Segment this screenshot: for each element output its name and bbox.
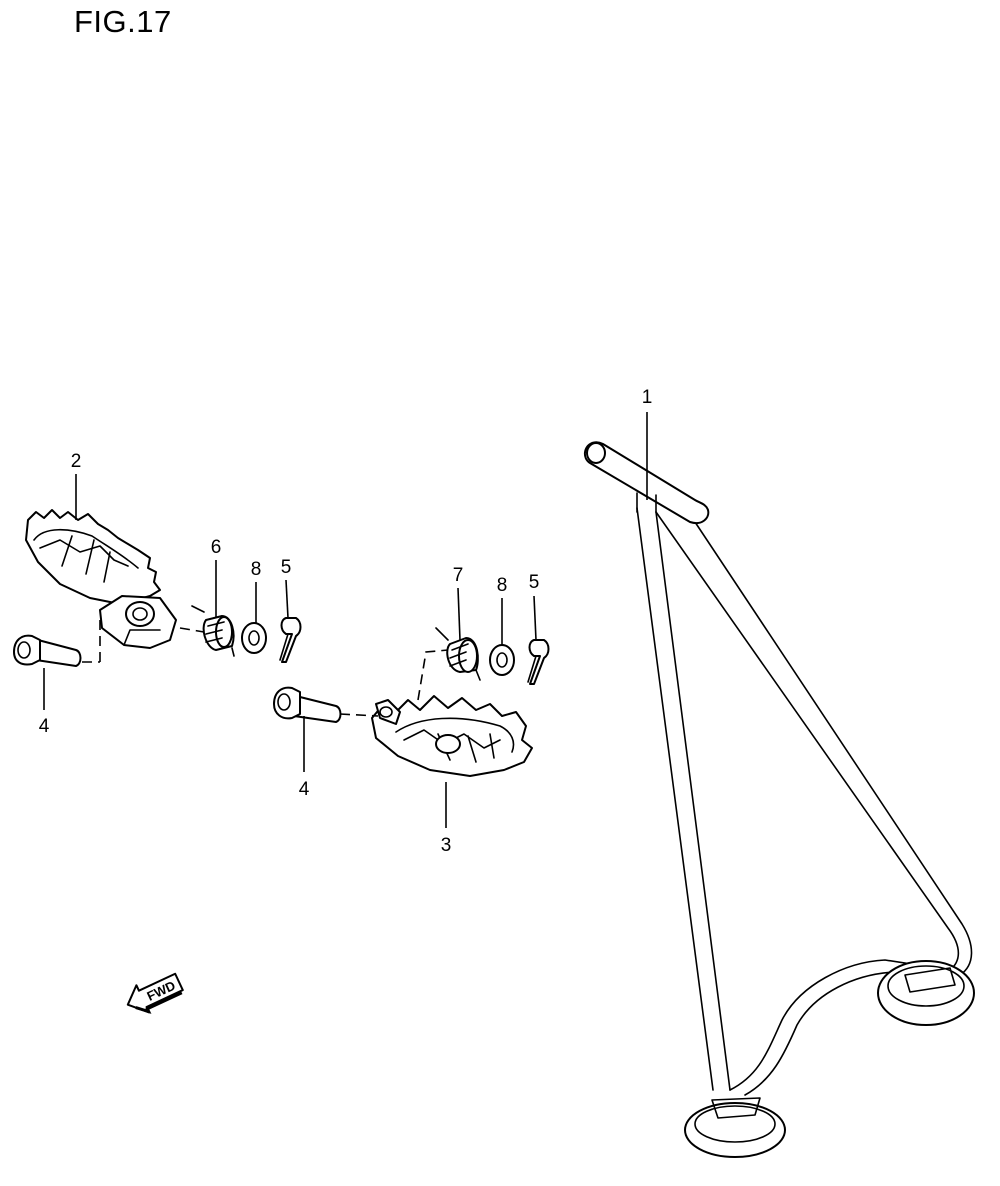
spring-left-part bbox=[191, 605, 235, 657]
callout-7: 7 bbox=[453, 565, 464, 586]
callout-5-right: 5 bbox=[529, 572, 540, 593]
callout-4-right: 4 bbox=[299, 779, 310, 800]
callout-1: 1 bbox=[642, 387, 653, 408]
callout-6: 6 bbox=[211, 537, 222, 558]
callout-8-left: 8 bbox=[251, 559, 262, 580]
assembly-guide-lines bbox=[82, 620, 449, 717]
callout-8-right: 8 bbox=[497, 575, 508, 596]
cotter-pin-left-part bbox=[279, 617, 302, 663]
leader-lines bbox=[43, 412, 648, 828]
callout-2: 2 bbox=[71, 451, 82, 472]
footrest-right-part bbox=[371, 695, 533, 777]
callout-4-left: 4 bbox=[39, 716, 50, 737]
stand-part bbox=[584, 441, 975, 1158]
pin-left-part bbox=[13, 634, 82, 667]
figure-title: FIG.17 bbox=[74, 4, 172, 39]
callout-3: 3 bbox=[441, 835, 452, 856]
fwd-arrow-icon: FWD bbox=[126, 972, 184, 1014]
footrest-left-part bbox=[25, 509, 177, 649]
callout-5-left: 5 bbox=[281, 557, 292, 578]
washer-right-part bbox=[489, 644, 515, 676]
spring-right-part bbox=[435, 627, 481, 681]
pin-right-part bbox=[273, 686, 342, 723]
washer-left-part bbox=[241, 622, 267, 654]
cotter-pin-right-part bbox=[527, 639, 550, 685]
